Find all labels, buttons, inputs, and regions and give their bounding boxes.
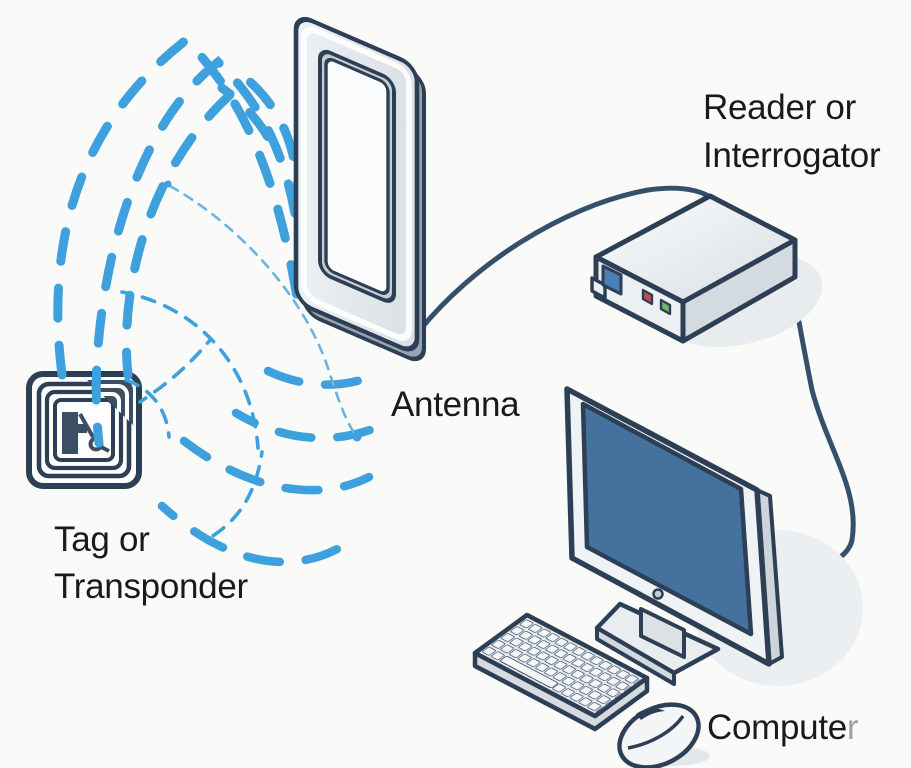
tag-label-line1: Tag or [54,520,150,559]
reader-led-green [659,298,672,316]
rfid-tag-icon [26,371,142,489]
wave-near-tag-arc-1 [124,378,171,439]
reader-label-line2: Interrogator [703,136,881,175]
reader-port [601,264,623,296]
wave-return-arc-4 [157,501,361,567]
reader-side-face [680,237,798,344]
reader-label-line1: Reader or [703,88,857,127]
antenna-icon [293,16,426,362]
computer-icon [564,386,863,686]
cable-antenna-to-reader [417,185,715,333]
field-line-icon [164,180,362,442]
tag-antenna-lead [100,445,110,453]
wave-arc-2 [91,56,306,448]
radio-waves-icon [53,33,394,567]
spacebar-key [500,656,559,688]
mouse-scroll-notch [636,708,665,720]
antenna-label: Antenna [391,385,520,424]
computer-label-faded-letter: r [847,708,859,747]
tag-chip-icon [62,412,87,454]
wave-near-tag-arc-4 [204,450,264,542]
monitor-stand-neck [639,607,686,659]
wave-arc-4 [217,83,283,163]
monitor-power-dot [652,588,664,600]
field-line-curve [168,184,357,436]
tag-coil-ring-3 [44,389,124,471]
wave-return-arc-2 [231,408,394,443]
antenna-frame-highlight [301,26,412,341]
field-line-end-dot [352,432,362,442]
mouse-icon [617,702,710,768]
tag-label-line2: Transponder [54,567,248,606]
monitor-screen [580,401,754,637]
monitor-stand-base-edge [595,626,676,686]
reader-corner-notch [590,276,607,300]
wave-arc-3 [121,74,303,380]
keyboard-keys [480,618,642,713]
computer-label-main: Compute [707,708,847,747]
wave-near-tag-arc-2 [138,338,212,404]
wave-near-tag-arc-3 [120,290,260,450]
mouse-seam [627,714,685,750]
antenna-window [324,57,390,295]
tag-coil-ring-2 [36,381,132,479]
reader-led-red [641,288,654,306]
reader-icon [590,193,823,348]
wave-return-arc-1 [263,366,386,389]
wave-return-arc-3 [179,436,374,495]
field-line-start-dot [164,180,172,188]
wave-arc-outer [53,33,305,380]
computer-label: Computer [707,708,859,747]
tag-chip-lead [78,413,95,438]
keyboard-icon [472,612,650,732]
